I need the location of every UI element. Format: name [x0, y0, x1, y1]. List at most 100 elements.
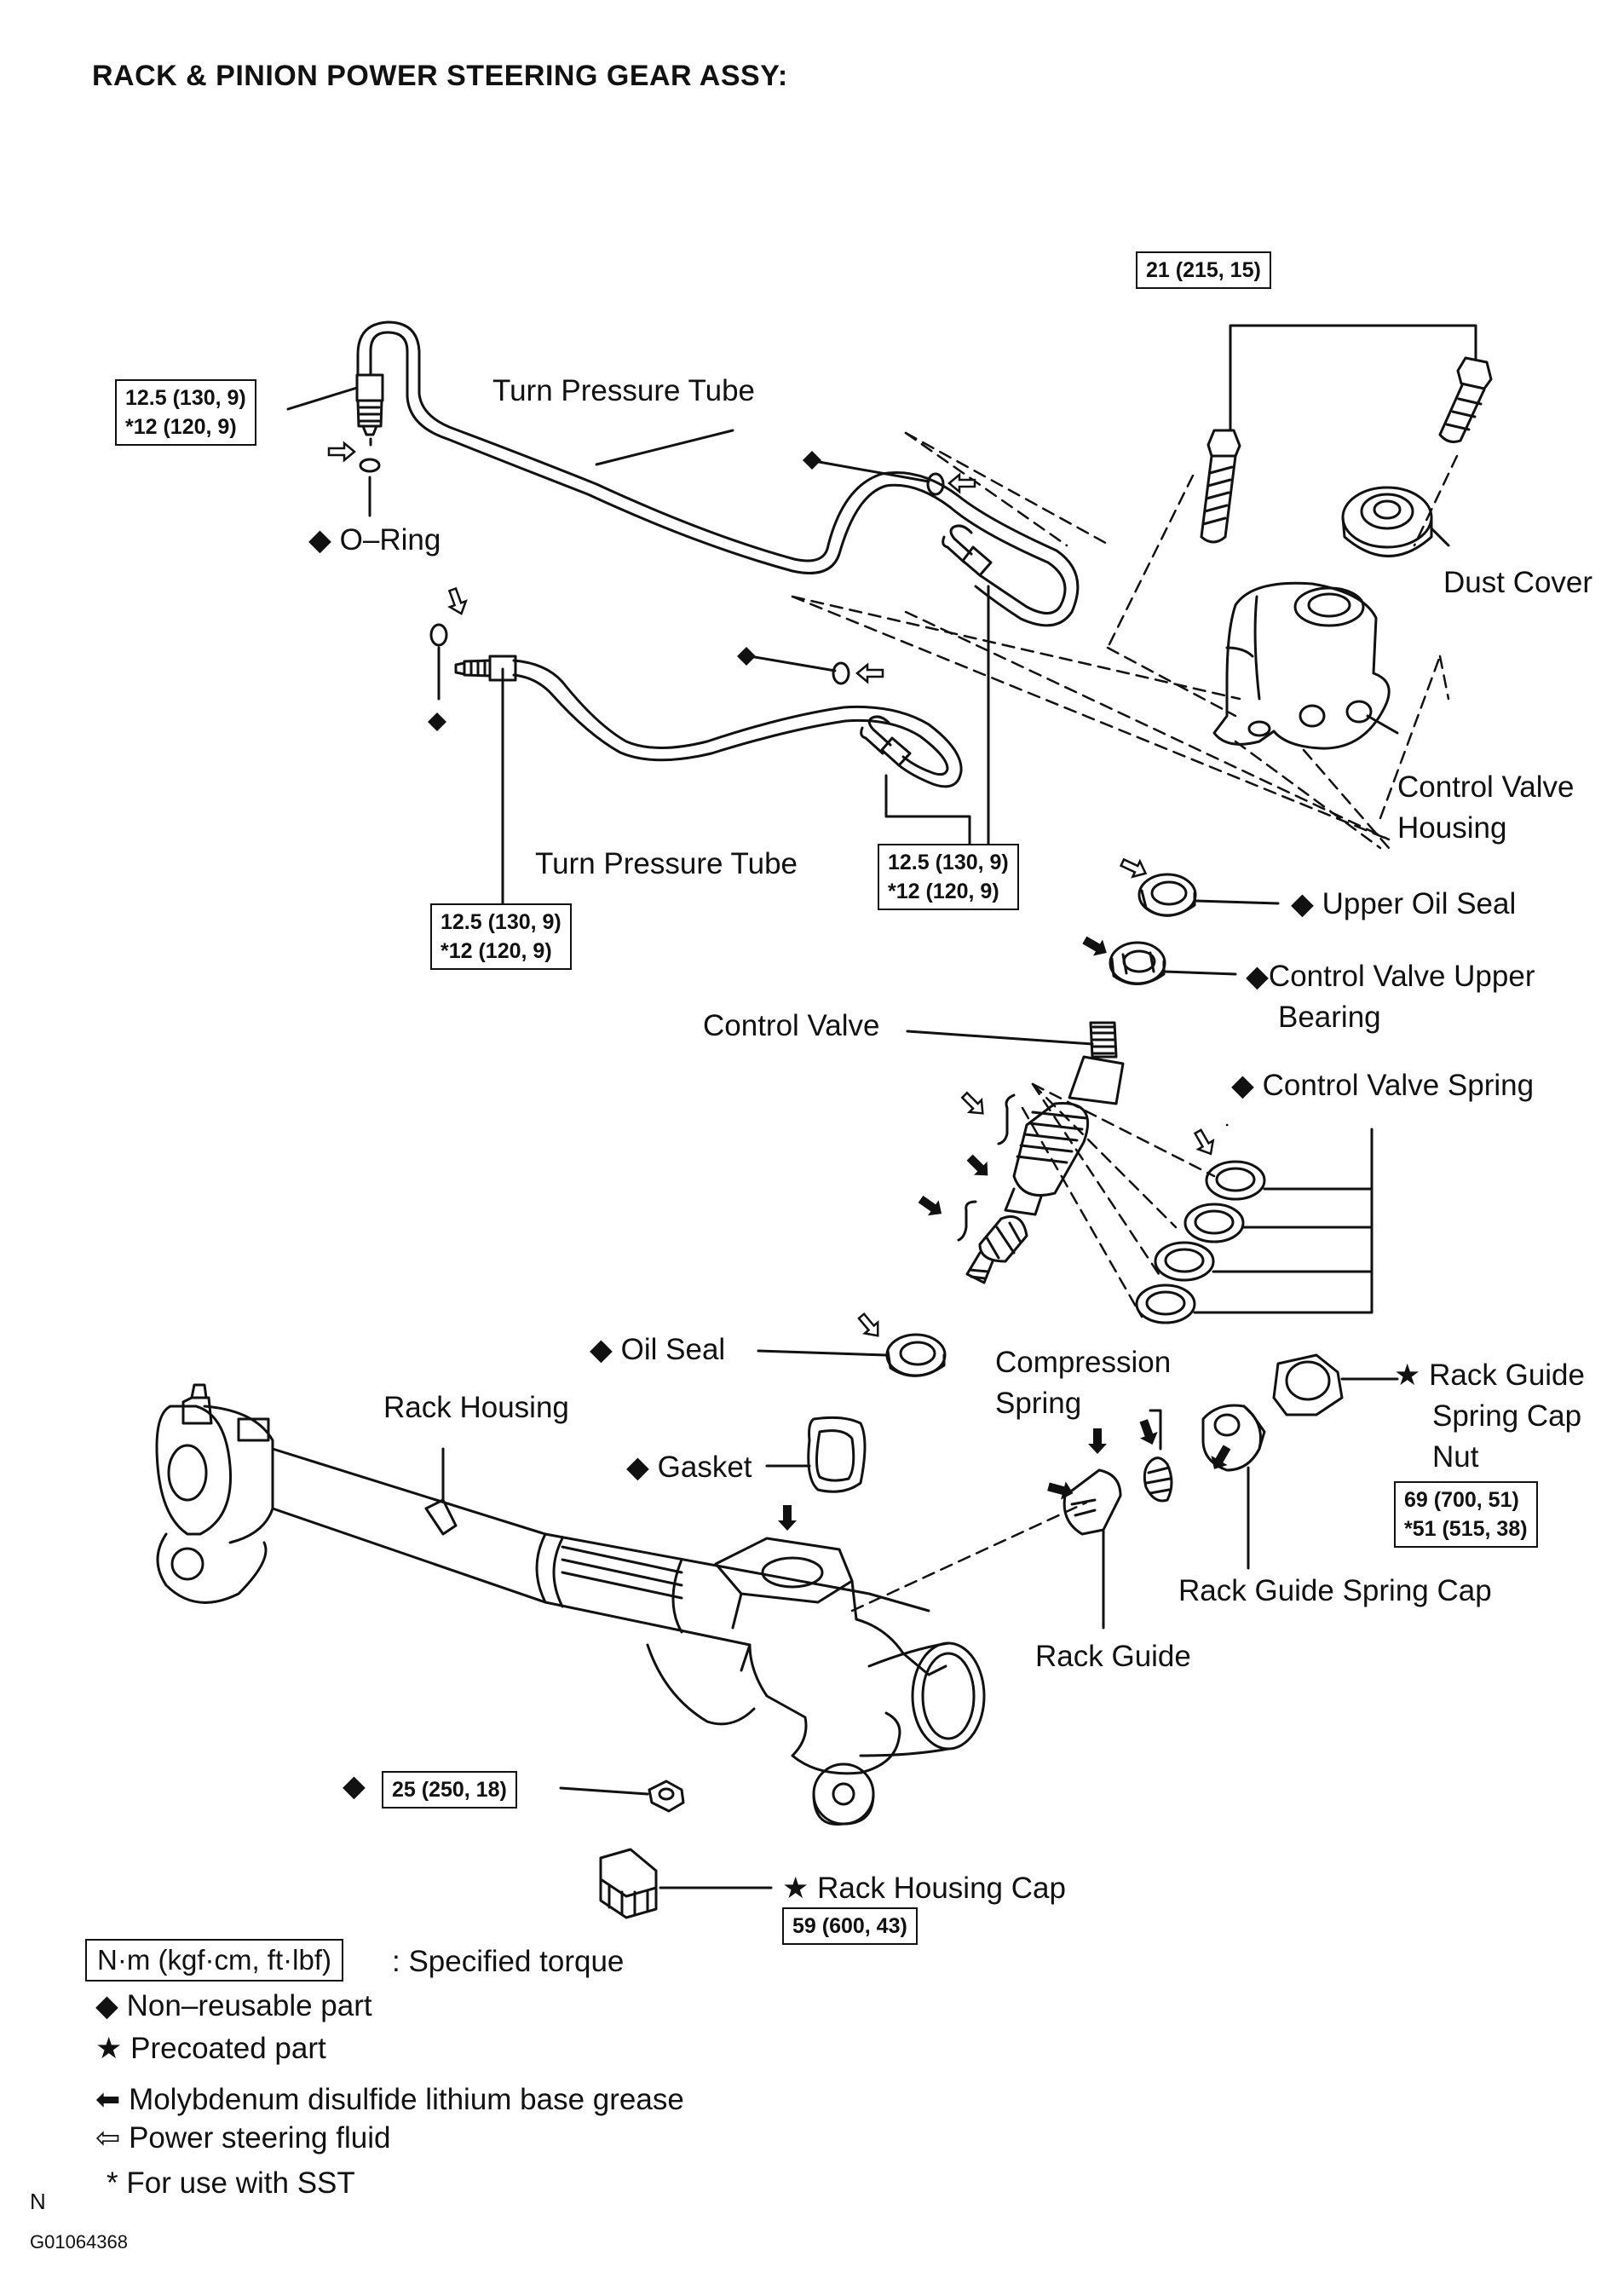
turn-pressure-tube-upper [369, 331, 1067, 614]
diagram-title: RACK & PINION POWER STEERING GEAR ASSY: [92, 60, 788, 92]
rack-housing-nut [648, 1780, 685, 1813]
label-rack-guide: Rack Guide [1035, 1640, 1191, 1673]
mount-bolt-right [1438, 356, 1493, 443]
rack-housing [155, 1383, 986, 1826]
o-ring-tube1-right [926, 472, 945, 496]
legend-torque-desc: : Specified torque [392, 1945, 625, 1978]
torque-value-sst: *12 (120, 9) [888, 880, 999, 903]
rack-guide-spring-cap [1201, 1404, 1266, 1472]
gasket-text: Gasket [657, 1451, 752, 1484]
oil-seal [885, 1333, 947, 1377]
torque-value: 25 (250, 18) [392, 1778, 507, 1802]
torque-value: 69 (700, 51) [1404, 1488, 1519, 1512]
label-control-valve-upper-bearing-2: Bearing [1278, 1001, 1381, 1034]
label-control-valve-housing-2: Housing [1397, 811, 1507, 845]
label-oil-seal: ◆ Oil Seal [590, 1330, 725, 1370]
diamond-icon: ◆ [1246, 960, 1269, 993]
legend-precoated: ★ Precoated part [95, 2030, 326, 2068]
diamond-icon: ◆ [1291, 887, 1314, 920]
o-ring-upper-left [359, 458, 381, 473]
diamond-icon: ◆ [308, 523, 331, 557]
compression-spring [1143, 1457, 1173, 1503]
o-ring-text: O–Ring [339, 523, 441, 557]
rack-guide-spring-cap-nut [1272, 1353, 1344, 1416]
north-marker: N [30, 2189, 46, 2214]
torque-value-sst: *51 (515, 38) [1404, 1517, 1528, 1541]
oil-seal-text: Oil Seal [620, 1333, 726, 1366]
torque-box-tube2-end: 12.5 (130, 9) *12 (120, 9) [430, 903, 572, 970]
label-upper-oil-seal: ◆ Upper Oil Seal [1291, 884, 1516, 925]
diamond-housing-nut: ◆ [343, 1766, 366, 1807]
solid-arrow-icon: ⬅ [95, 2083, 121, 2116]
torque-box-housing-cap: 59 (600, 43) [782, 1907, 918, 1945]
legend-sst: * For use with SST [107, 2166, 355, 2200]
figure-id: G01064368 [30, 2231, 128, 2253]
torque-value: 12.5 (130, 9) [441, 910, 561, 934]
label-rack-guide-spring-cap-nut-2: Spring Cap [1432, 1399, 1582, 1433]
rack-housing-cap-text: Rack Housing Cap [817, 1872, 1066, 1905]
label-control-valve: Control Valve [703, 1009, 880, 1042]
legend-ps-fluid: ⇦ Power steering fluid [95, 2120, 390, 2157]
label-compression-spring-2: Spring [995, 1387, 1082, 1420]
upper-oil-seal-text: Upper Oil Seal [1322, 887, 1517, 920]
torque-value: 12.5 (130, 9) [125, 386, 246, 410]
diamond-icon: ◆ [343, 1769, 366, 1803]
control-valve-housing [1212, 581, 1391, 750]
rack-guide [1063, 1468, 1122, 1536]
control-valve-spring-text: Control Valve Spring [1262, 1069, 1535, 1102]
dust-cover [1341, 486, 1433, 557]
open-arrow-icon: ⇦ [95, 2121, 121, 2155]
upper-oil-seal [1137, 873, 1197, 917]
label-compression-spring-1: Compression [995, 1346, 1172, 1379]
legend-ps-fluid-text: Power steering fluid [129, 2121, 391, 2155]
legend-non-reusable-text: Non–reusable part [126, 1989, 372, 2022]
tube-fitting-left-upper [355, 373, 384, 402]
torque-box-housing-nut: 25 (250, 18) [382, 1771, 517, 1809]
legend-non-reusable: ◆ Non–reusable part [95, 1987, 372, 2025]
diamond-icon: ◆ [626, 1451, 649, 1484]
label-dust-cover: Dust Cover [1443, 566, 1593, 599]
legend-precoated-text: Precoated part [130, 2032, 326, 2065]
star-icon: ★ [1394, 1359, 1421, 1392]
torque-value: 59 (600, 43) [792, 1914, 907, 1938]
label-control-valve-upper-bearing-1: ◆Control Valve Upper [1246, 956, 1535, 997]
label-turn-pressure-tube-lower: Turn Pressure Tube [535, 847, 798, 880]
label-turn-pressure-tube-upper: Turn Pressure Tube [492, 374, 756, 407]
label-control-valve-housing-1: Control Valve [1397, 770, 1575, 804]
o-ring-tube2-right [832, 661, 850, 685]
torque-value: 12.5 (130, 9) [888, 851, 1009, 874]
rack-guide-spring-cap-nut-text: Rack Guide [1429, 1359, 1585, 1392]
torque-box-bolts: 21 (215, 15) [1136, 251, 1271, 289]
control-valve-upper-bearing [1109, 941, 1166, 985]
turn-pressure-tube-lower [512, 659, 963, 788]
diamond-icon: ◆ [1231, 1069, 1254, 1102]
legend-torque-box: N·m (kgf·cm, ft·lbf) [85, 1939, 343, 1982]
mount-bolt-left [1200, 429, 1241, 544]
o-ring-tube2-left [429, 623, 448, 647]
control-valve [965, 1021, 1125, 1284]
diamond-icon: ◆ [95, 1989, 118, 2022]
label-o-ring: ◆ O–Ring [308, 520, 441, 561]
label-control-valve-spring: ◆ Control Valve Spring [1231, 1065, 1534, 1106]
legend-moly-grease-text: Molybdenum disulfide lithium base grease [129, 2083, 684, 2116]
control-valve-upper-bearing-text: Control Valve Upper [1268, 960, 1535, 993]
legend-moly-grease: ⬅ Molybdenum disulfide lithium base grea… [95, 2081, 684, 2119]
torque-value-sst: *12 (120, 9) [441, 939, 552, 963]
label-rack-guide-spring-cap-nut-3: Nut [1432, 1440, 1479, 1474]
control-valve-spring-rings [1135, 1160, 1266, 1324]
torque-box-tube-mid: 12.5 (130, 9) *12 (120, 9) [878, 844, 1019, 910]
star-icon: ★ [782, 1872, 809, 1905]
diamond-icon: ◆ [590, 1333, 613, 1366]
rack-housing-cap [599, 1848, 658, 1919]
torque-box-cap-nut: 69 (700, 51) *51 (515, 38) [1394, 1481, 1538, 1548]
label-rack-guide-spring-cap: Rack Guide Spring Cap [1178, 1574, 1492, 1607]
star-icon: ★ [95, 2032, 123, 2065]
label-rack-guide-spring-cap-nut-1: ★ Rack Guide [1394, 1355, 1585, 1396]
label-rack-housing: Rack Housing [383, 1391, 569, 1424]
label-rack-housing-cap: ★ Rack Housing Cap [782, 1868, 1066, 1909]
gasket [807, 1416, 867, 1493]
torque-value-sst: *12 (120, 9) [125, 415, 237, 439]
label-gasket: ◆ Gasket [626, 1447, 752, 1488]
torque-box-tube1-end: 12.5 (130, 9) *12 (120, 9) [115, 379, 256, 446]
